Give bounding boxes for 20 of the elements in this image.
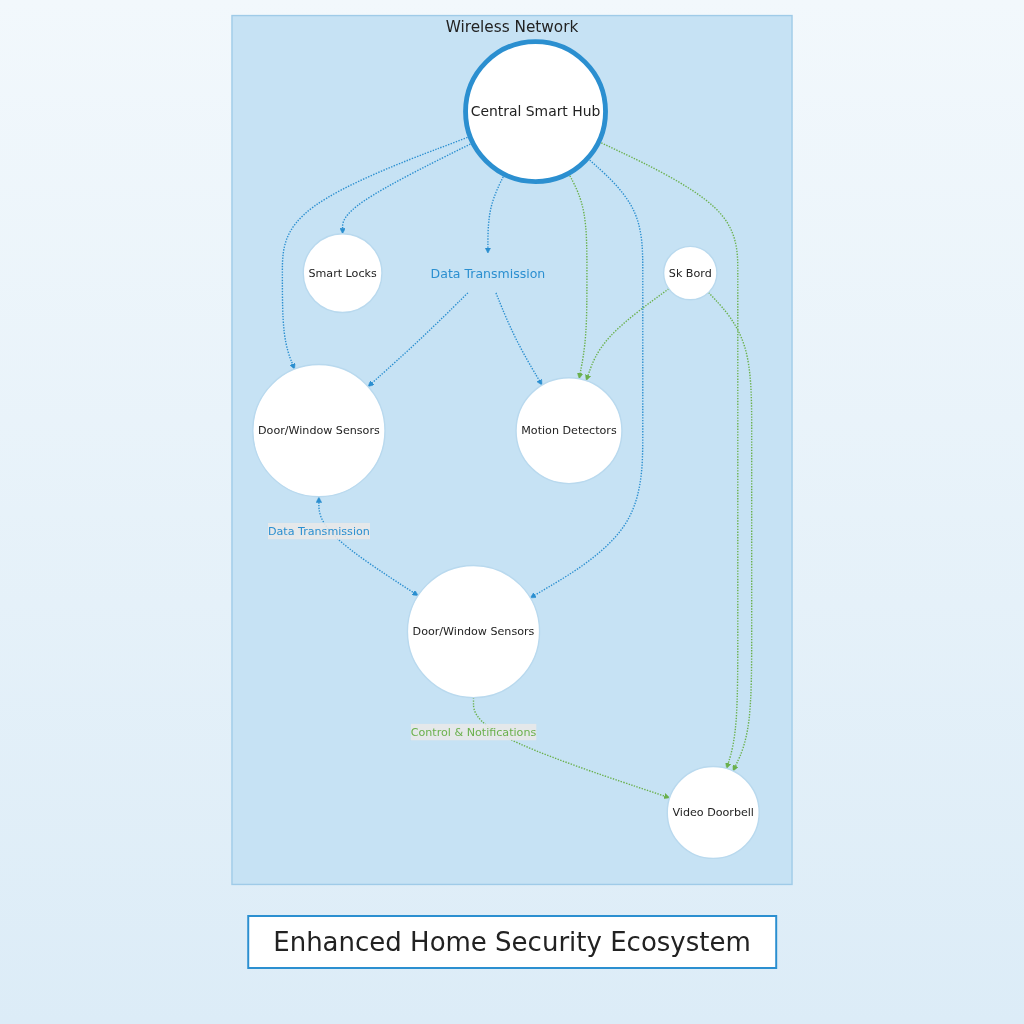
edge-label: Control & Notifications	[410, 725, 537, 739]
arrow	[281, 135, 471, 370]
edge-label: Data Transmission	[267, 524, 370, 538]
node-circle: Door/Window Sensors	[252, 363, 386, 498]
arrow	[495, 292, 543, 386]
node-circle: Central Smart Hub	[463, 39, 608, 184]
arrow	[472, 697, 670, 799]
arrow	[339, 142, 474, 234]
arrow	[315, 496, 419, 596]
node-text: Data Transmission	[430, 265, 546, 281]
arrow	[707, 291, 753, 772]
node-circle: Motion Detectors	[515, 377, 623, 485]
node-circle: Video Doorbell	[666, 765, 760, 860]
arrow	[367, 292, 469, 387]
node-circle: Smart Locks	[302, 233, 383, 314]
node-circle: Door/Window Sensors	[406, 564, 541, 699]
caption: Enhanced Home Security Ecosystem	[247, 915, 777, 969]
arrow	[530, 157, 644, 599]
node-circle: Sk Bord	[662, 245, 718, 301]
arrow	[585, 288, 670, 381]
